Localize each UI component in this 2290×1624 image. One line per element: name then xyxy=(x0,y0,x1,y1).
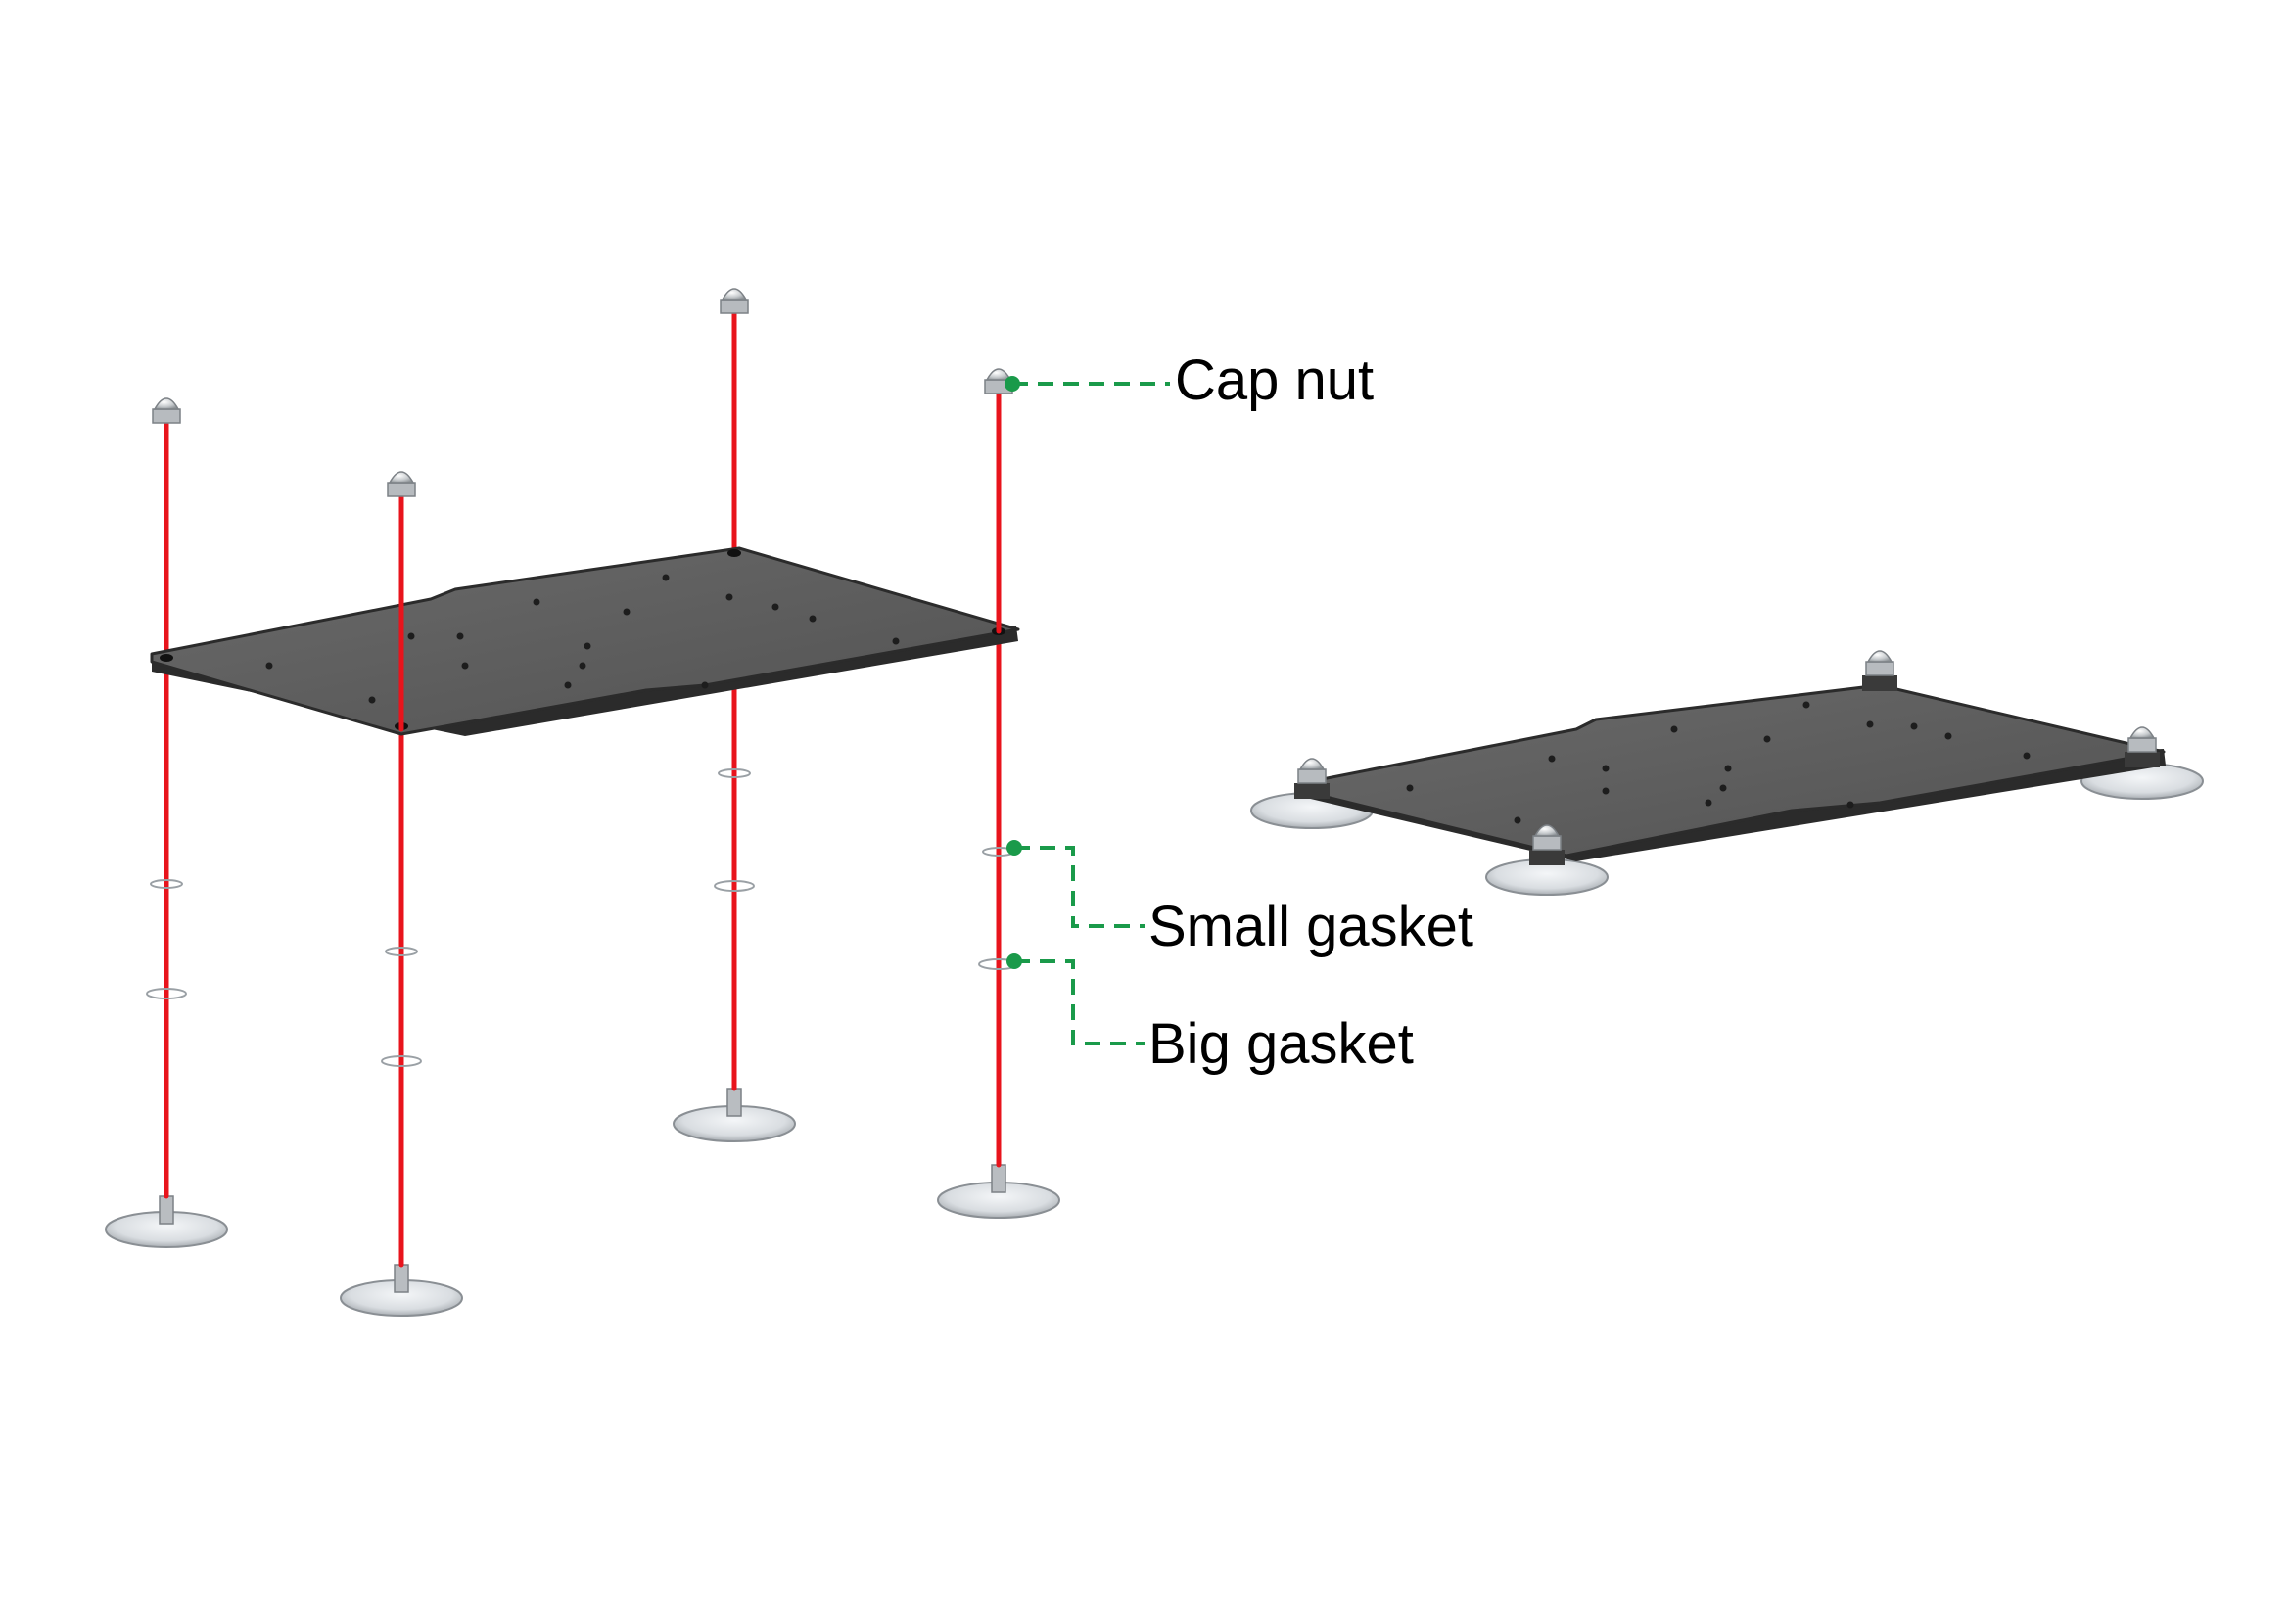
callout-small-gasket: Small gasket xyxy=(1006,840,1473,958)
suction-cup-icon xyxy=(105,1195,228,1248)
label-cap-nut: Cap nut xyxy=(1175,348,1374,412)
cap-nut-icon xyxy=(387,471,416,497)
cap-nut-icon xyxy=(2125,726,2160,767)
assembly-rods-front xyxy=(398,389,1002,732)
assembly-rods xyxy=(164,308,1002,1268)
assembled-unit xyxy=(1250,650,2204,896)
cap-nut-icon xyxy=(720,288,749,314)
label-small-gasket: Small gasket xyxy=(1148,895,1473,958)
suction-cup-icon xyxy=(673,1088,796,1142)
label-big-gasket: Big gasket xyxy=(1148,1012,1414,1076)
suction-cup-icon xyxy=(937,1164,1060,1219)
callout-cap-nut: Cap nut xyxy=(1005,348,1374,412)
cap-nut-icon xyxy=(1294,758,1330,799)
gasket-icon xyxy=(146,768,1019,1067)
mounting-plate xyxy=(150,546,1020,736)
cap-nut-icon xyxy=(1862,650,1897,691)
cap-nut-icon xyxy=(1529,824,1565,865)
cap-nut-icon xyxy=(152,397,181,424)
callout-big-gasket: Big gasket xyxy=(1006,953,1414,1076)
exploded-assembly xyxy=(105,288,1060,1317)
suction-cup-icon xyxy=(340,1264,463,1317)
